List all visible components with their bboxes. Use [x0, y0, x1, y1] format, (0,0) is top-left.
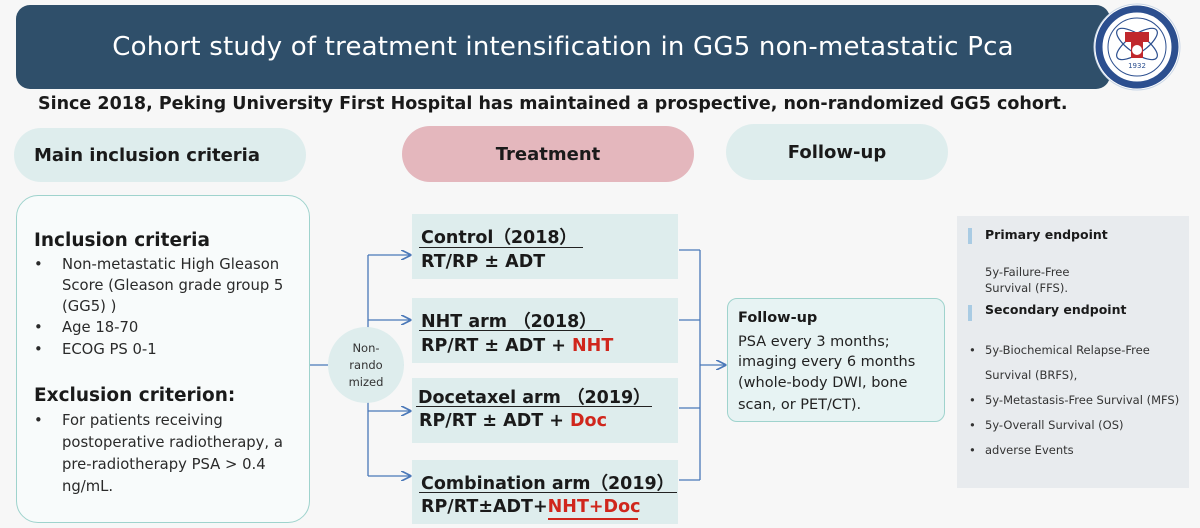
inclusion-item-1-line-3: (GG5) ): [62, 298, 117, 315]
bullet-marker: •: [34, 256, 43, 273]
follow-up-line-2: imaging every 6 months: [738, 354, 916, 370]
inclusion-criteria-box: [16, 195, 310, 523]
arm-control-treatment: RT/RP ± ADT: [421, 252, 546, 272]
bullet-marker: •: [34, 319, 43, 336]
inclusion-heading: Inclusion criteria: [34, 230, 210, 251]
arm-control-underline: [419, 247, 583, 249]
bullet-marker: •: [969, 443, 976, 457]
non-randomized-node: Non- rando mized: [328, 327, 404, 403]
university-seal-logo: 1932: [1092, 2, 1182, 92]
arm-nht-name: NHT arm （2018）: [421, 312, 597, 332]
secondary-item-2: 5y-Metastasis-Free Survival (MFS): [985, 393, 1180, 407]
non-randomized-line-1: Non-: [352, 340, 380, 355]
bullet-marker: •: [969, 343, 976, 357]
arm-docetaxel-box: [412, 378, 678, 443]
non-randomized-line-2: rando: [349, 357, 383, 372]
arm-docetaxel-name: Docetaxel arm （2019）: [418, 388, 651, 408]
arm-nht-treatment: RP/RT ± ADT + NHT: [421, 336, 614, 356]
follow-up-line-3: (whole-body DWI, bone: [738, 375, 908, 391]
arm-combination-underline: [419, 492, 677, 494]
secondary-item-4: adverse Events: [985, 443, 1074, 457]
title-bar: [16, 5, 1110, 89]
inclusion-item-3: ECOG PS 0-1: [62, 341, 157, 358]
non-randomized-line-3: mized: [348, 374, 384, 389]
exclusion-item-line-3: pre-radiotherapy PSA > 0.4: [62, 456, 266, 473]
arm-docetaxel-treatment: RP/RT ± ADT + Doc: [419, 411, 607, 431]
secondary-item-1: 5y-Biochemical Relapse-Free: [985, 343, 1150, 357]
bullet-marker: •: [969, 418, 976, 432]
secondary-endpoint-heading: Secondary endpoint: [985, 302, 1127, 317]
page-title: Cohort study of treatment intensificatio…: [112, 32, 1014, 62]
bullet-marker: •: [34, 412, 43, 429]
exclusion-item-line-2: postoperative radiotherapy, a: [62, 434, 283, 451]
bullet-marker: •: [969, 393, 976, 407]
secondary-item-3: 5y-Overall Survival (OS): [985, 418, 1124, 432]
arm-combination-treatment: RP/RT±ADT+NHT+Doc: [421, 497, 641, 517]
primary-endpoint-marker: [968, 228, 972, 244]
inclusion-criteria-header: Main inclusion criteria: [14, 128, 306, 182]
inclusion-item-2: Age 18-70: [62, 319, 139, 336]
arm-control-box: [412, 214, 678, 279]
follow-up-heading: Follow-up: [738, 310, 818, 326]
cohort-description: Since 2018, Peking University First Hosp…: [38, 94, 1068, 114]
inclusion-item-1-line-1: Non-metastatic High Gleason: [62, 256, 280, 273]
treatment-header: Treatment: [402, 126, 694, 182]
follow-up-header: Follow-up: [726, 124, 948, 180]
arm-docetaxel-underline: [416, 406, 652, 408]
endpoints-box: [957, 216, 1189, 488]
follow-up-line-1: PSA every 3 months;: [738, 334, 890, 350]
primary-endpoint-heading: Primary endpoint: [985, 227, 1108, 242]
exclusion-item-line-1: For patients receiving: [62, 412, 223, 429]
exclusion-item-line-4: ng/mL.: [62, 478, 114, 495]
combination-highlight-underline: [548, 518, 638, 520]
arm-nht-underline: [419, 330, 603, 332]
follow-up-box: [727, 298, 945, 422]
secondary-item-1-cont: Survival (BRFS),: [985, 368, 1078, 382]
inclusion-item-1-line-2: Score (Gleason grade group 5: [62, 277, 284, 294]
bullet-marker: •: [34, 341, 43, 358]
secondary-endpoint-marker: [968, 305, 972, 321]
primary-endpoint-line-1: 5y-Failure-Free: [985, 265, 1070, 279]
follow-up-line-4: scan, or PET/CT).: [738, 397, 862, 413]
primary-endpoint-line-2: Survival (FFS).: [985, 281, 1068, 295]
arm-combination-name: Combination arm（2019）: [421, 474, 675, 494]
svg-text:1932: 1932: [1128, 62, 1146, 70]
arm-control-name: Control（2018）: [421, 228, 578, 248]
exclusion-heading: Exclusion criterion:: [34, 385, 236, 406]
